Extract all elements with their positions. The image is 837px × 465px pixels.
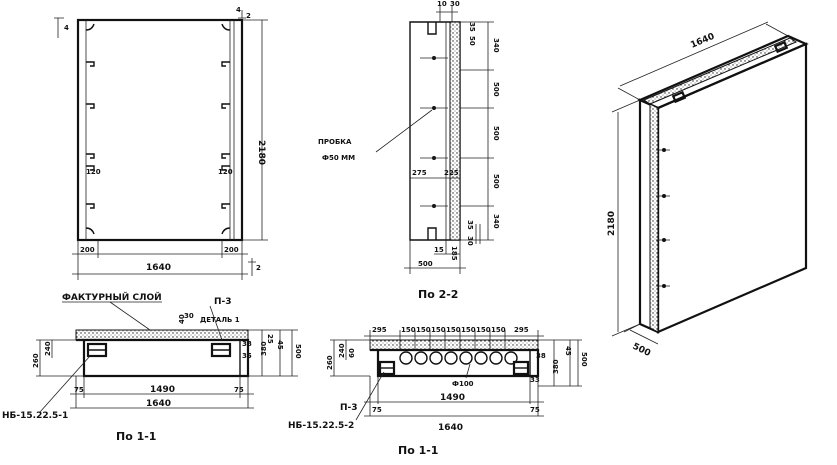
section11a-dim30: 30 <box>184 312 194 320</box>
section11a-right75: 75 <box>234 386 244 394</box>
section11a-p3: П-3 <box>214 297 232 307</box>
section11b-top-5: 150 <box>461 326 476 334</box>
iso-width-label: 1640 <box>689 32 716 51</box>
section11b-h2: 240 <box>338 343 346 358</box>
section22-seg4: 500 <box>492 174 500 189</box>
iso-plugs <box>656 148 670 288</box>
section22-bot-a: 35 <box>466 220 474 230</box>
section11b-top-4: 150 <box>446 326 461 334</box>
section11b-mark: НБ-15.22.5-2 <box>288 421 354 431</box>
section22-seg2: 500 <box>492 82 500 97</box>
section11b-r38: 38 <box>536 352 546 360</box>
section11b-left75: 75 <box>372 406 382 414</box>
section22-seg3: 500 <box>492 126 500 141</box>
section11b-hole: Ф100 <box>452 380 474 388</box>
iso-height-label: 2180 <box>607 211 617 236</box>
section11a-r45: 45 <box>276 340 284 350</box>
section11b-total: 1640 <box>438 423 463 433</box>
section11b-top-6: 150 <box>476 326 491 334</box>
front-anchors-left <box>86 61 95 209</box>
section11b-r33: 33 <box>530 376 540 384</box>
section11a-span: 1490 <box>150 385 175 395</box>
section11b-span: 1490 <box>440 393 465 403</box>
section11b-r380: 380 <box>552 359 560 374</box>
section22-top-a: 10 <box>437 0 447 8</box>
section-1-1-b: 295 150 150 150 150 150 150 150 295 260 … <box>288 326 588 457</box>
section-1-1-a: ФАКТУРНЫЙ СЛОЙ П-3 ДЕТАЛЬ 1 40 30 25 260… <box>2 291 302 443</box>
section11b-right75: 75 <box>530 406 540 414</box>
front-corner-right-label: 4 <box>236 6 241 14</box>
front-anchors-right <box>221 61 230 209</box>
section22-bot-b: 30 <box>466 236 474 246</box>
section11b-texture-layer <box>369 339 539 351</box>
section22-depth-a: 15 <box>434 246 444 254</box>
front-mark-top-label: 2 <box>246 12 251 20</box>
section22-seg5: 340 <box>492 214 500 229</box>
section22-texture-layer <box>449 21 461 241</box>
section11b-top-8: 295 <box>514 326 529 334</box>
front-corner-left-label: 4 <box>64 24 69 32</box>
front-edge-right-label: 200 <box>224 246 239 254</box>
section-2-2: 10 30 35 50 340 500 500 500 340 35 30 27… <box>318 0 500 301</box>
section11b-holes <box>399 351 518 365</box>
section11b-top-0: 295 <box>372 326 387 334</box>
section11a-mark: НБ-15.22.5-1 <box>2 411 68 421</box>
section11a-r35: 35 <box>242 352 252 360</box>
iso-depth-label: 500 <box>631 342 652 359</box>
front-edge-left-label: 200 <box>80 246 95 254</box>
section22-plugs <box>420 56 448 208</box>
front-panel-outline <box>76 18 244 242</box>
section11b-r500: 500 <box>580 352 588 367</box>
front-anchor-left-label: 120 <box>86 168 101 176</box>
section11b-h1: 260 <box>326 355 334 370</box>
section11a-h1: 260 <box>32 353 40 368</box>
section11b-h3: 60 <box>348 348 356 358</box>
front-height-label: 2180 <box>256 140 266 165</box>
section22-depth-b: 185 <box>450 246 458 261</box>
section11b-r45: 45 <box>564 346 572 356</box>
section22-plug-label: ПРОБКА <box>318 138 352 146</box>
corner-lift-left-top <box>85 23 95 31</box>
front-view: 120 120 4 2 4 2180 200 200 1640 2 <box>54 6 268 280</box>
section11b-p3: П-3 <box>340 403 358 413</box>
section11a-dim25: 25 <box>266 334 274 344</box>
section22-width: 500 <box>418 260 433 268</box>
section11a-total: 1640 <box>146 399 171 409</box>
section11a-texture-label: ФАКТУРНЫЙ СЛОЙ <box>62 291 162 303</box>
front-width-label: 1640 <box>146 263 171 273</box>
section11b-top-7: 150 <box>491 326 506 334</box>
section11a-r380: 380 <box>260 341 268 356</box>
section11a-r38: 38 <box>242 340 252 348</box>
section22-inner-right: 225 <box>444 169 459 177</box>
section11b-top-3: 150 <box>431 326 446 334</box>
section22-top-d: 50 <box>468 36 476 46</box>
section22-caption: По 2-2 <box>418 288 458 301</box>
section22-inner-left: 275 <box>412 169 427 177</box>
section11b-top-2: 150 <box>416 326 431 334</box>
section11a-dim40: 40 <box>178 314 186 324</box>
section11a-detail: ДЕТАЛЬ 1 <box>200 316 240 324</box>
section22-seg1: 340 <box>492 38 500 53</box>
section11a-left75: 75 <box>74 386 84 394</box>
section11a-texture-layer <box>75 329 249 341</box>
section11a-r500: 500 <box>294 344 302 359</box>
section11a-h2: 240 <box>44 341 52 356</box>
section22-plug-size: Ф50 ММ <box>322 154 355 162</box>
front-mark-bottom-label: 2 <box>256 264 261 272</box>
section11b-top-1: 150 <box>401 326 416 334</box>
section11a-caption: По 1-1 <box>116 430 156 443</box>
section22-top-b: 30 <box>450 0 460 8</box>
section11b-caption: По 1-1 <box>398 444 438 457</box>
isometric-view: 1640 2180 500 <box>607 21 809 359</box>
front-anchor-right-label: 120 <box>218 168 233 176</box>
section22-top-c: 35 <box>468 22 476 32</box>
